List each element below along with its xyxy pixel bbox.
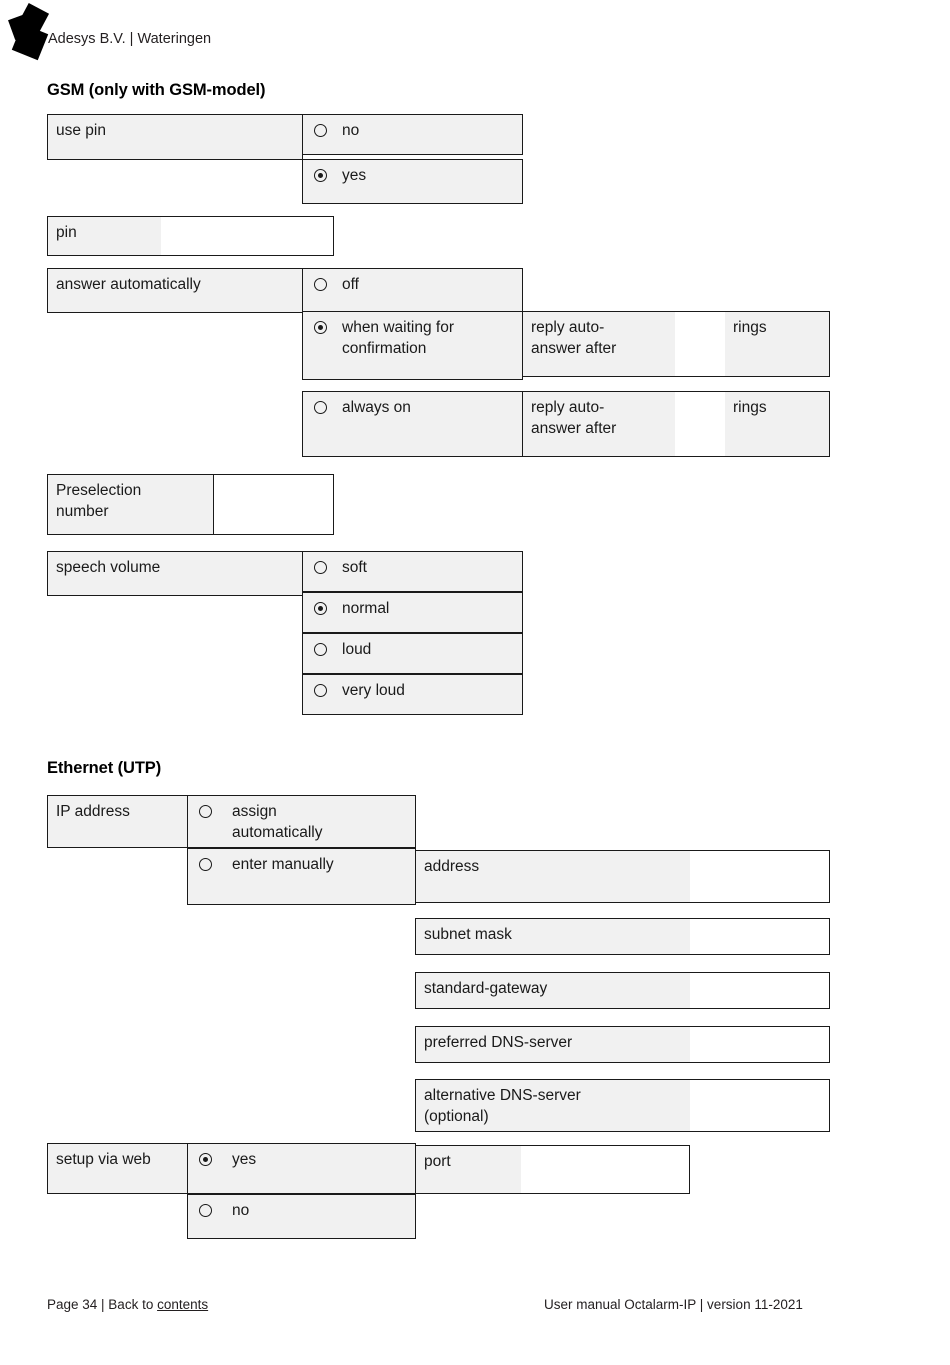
radio-icon-answer-when-waiting[interactable]	[314, 321, 327, 334]
option-speech-very-loud[interactable]: very loud	[302, 674, 523, 715]
radio-icon-setup-via-web-no[interactable]	[199, 1204, 212, 1217]
section-heading-gsm: GSM (only with GSM-model)	[47, 81, 266, 99]
footer-right: User manual Octalarm-IP | version 11-202…	[544, 1297, 803, 1312]
radio-icon-answer-off[interactable]	[314, 278, 327, 291]
section-heading-ethernet: Ethernet (UTP)	[47, 759, 162, 777]
page-header: Adesys B.V. | Wateringen	[0, 0, 950, 62]
radio-icon-use-pin-no[interactable]	[314, 124, 327, 137]
option-label: normal	[342, 600, 390, 617]
page-number-text: Page 34 | Back to	[47, 1297, 158, 1312]
label-cell-speech-volume: speech volume	[47, 551, 303, 596]
preferred-dns-server-input[interactable]	[690, 1027, 829, 1062]
option-label: always on	[342, 399, 411, 416]
option-label: no	[342, 122, 360, 139]
field-subnet-mask[interactable]: subnet mask	[415, 918, 830, 955]
option-label: assign automatically	[232, 803, 323, 841]
ip-address-label: IP address	[56, 803, 130, 820]
standard-gateway-input[interactable]	[690, 973, 829, 1008]
option-speech-normal[interactable]: normal	[302, 592, 523, 633]
answer-automatically-label: answer automatically	[56, 276, 201, 293]
option-label: yes	[342, 167, 367, 184]
contents-link[interactable]: contents	[157, 1297, 209, 1312]
label-cell-setup-via-web: setup via web	[47, 1143, 188, 1194]
option-answer-always-on[interactable]: always on	[302, 391, 523, 457]
reply-auto-answer-unit: rings	[725, 312, 829, 376]
use-pin-label: use pin	[56, 122, 106, 139]
field-address[interactable]: address	[415, 850, 830, 903]
radio-icon-speech-soft[interactable]	[314, 561, 327, 574]
reply-auto-answer-input[interactable]	[675, 392, 725, 456]
preselection-number-input[interactable]	[213, 474, 334, 535]
radio-icon-speech-very-loud[interactable]	[314, 684, 327, 697]
reply-auto-answer-label: reply auto- answer after	[523, 312, 675, 376]
option-label: when waiting for confirmation	[342, 319, 455, 357]
field-reply-auto-answer-after-1[interactable]: reply auto- answer after rings	[522, 311, 830, 377]
option-label: very loud	[342, 682, 405, 699]
radio-icon-use-pin-yes[interactable]	[314, 169, 327, 182]
label-cell-use-pin: use pin	[47, 114, 303, 160]
option-ip-enter-manually[interactable]: enter manually	[187, 848, 416, 905]
option-speech-loud[interactable]: loud	[302, 633, 523, 674]
option-label: enter manually	[232, 856, 334, 873]
preselection-number-label: Preselection number	[56, 482, 142, 520]
radio-icon-answer-always-on[interactable]	[314, 401, 327, 414]
alternative-dns-server-label: alternative DNS-server (optional)	[416, 1080, 690, 1131]
footer-left: Page 34 | Back to contents	[47, 1297, 208, 1312]
subnet-mask-input[interactable]	[690, 919, 829, 954]
option-use-pin-no[interactable]: no	[302, 114, 523, 155]
field-alternative-dns-server[interactable]: alternative DNS-server (optional)	[415, 1079, 830, 1132]
address-input[interactable]	[690, 851, 829, 902]
option-label: loud	[342, 641, 372, 658]
option-ip-assign-automatically[interactable]: assign automatically	[187, 795, 416, 848]
port-input[interactable]	[521, 1146, 689, 1193]
radio-icon-ip-enter-manually[interactable]	[199, 858, 212, 871]
option-speech-soft[interactable]: soft	[302, 551, 523, 592]
standard-gateway-label: standard-gateway	[416, 973, 690, 1008]
option-label: no	[232, 1202, 250, 1219]
option-setup-via-web-yes[interactable]: yes	[187, 1143, 416, 1194]
preferred-dns-server-label: preferred DNS-server	[416, 1027, 690, 1062]
field-port[interactable]: port	[415, 1145, 690, 1194]
option-use-pin-yes[interactable]: yes	[302, 159, 523, 204]
subnet-mask-label: subnet mask	[416, 919, 690, 954]
field-standard-gateway[interactable]: standard-gateway	[415, 972, 830, 1009]
option-answer-when-waiting[interactable]: when waiting for confirmation	[302, 311, 523, 380]
address-label: address	[416, 851, 690, 902]
label-cell-answer-automatically: answer automatically	[47, 268, 303, 313]
speech-volume-label: speech volume	[56, 559, 161, 576]
option-label: off	[342, 276, 359, 293]
pin-label: pin	[48, 217, 161, 255]
field-reply-auto-answer-after-2[interactable]: reply auto- answer after rings	[522, 391, 830, 457]
radio-icon-speech-loud[interactable]	[314, 643, 327, 656]
port-label: port	[416, 1146, 521, 1193]
alternative-dns-server-input[interactable]	[690, 1080, 829, 1131]
option-label: yes	[232, 1151, 257, 1168]
label-cell-preselection-number: Preselection number	[47, 474, 214, 535]
reply-auto-answer-unit: rings	[725, 392, 829, 456]
label-cell-ip-address: IP address	[47, 795, 188, 848]
setup-via-web-label: setup via web	[56, 1151, 151, 1168]
option-answer-off[interactable]: off	[302, 268, 523, 312]
radio-icon-setup-via-web-yes[interactable]	[199, 1153, 212, 1166]
reply-auto-answer-label: reply auto- answer after	[523, 392, 675, 456]
field-preferred-dns-server[interactable]: preferred DNS-server	[415, 1026, 830, 1063]
option-setup-via-web-no[interactable]: no	[187, 1194, 416, 1239]
radio-icon-ip-assign-automatically[interactable]	[199, 805, 212, 818]
option-label: soft	[342, 559, 367, 576]
reply-auto-answer-input[interactable]	[675, 312, 725, 376]
field-pin[interactable]: pin	[47, 216, 334, 256]
brand-text: Adesys B.V. | Wateringen	[48, 31, 212, 47]
pin-input[interactable]	[161, 217, 333, 255]
radio-icon-speech-normal[interactable]	[314, 602, 327, 615]
